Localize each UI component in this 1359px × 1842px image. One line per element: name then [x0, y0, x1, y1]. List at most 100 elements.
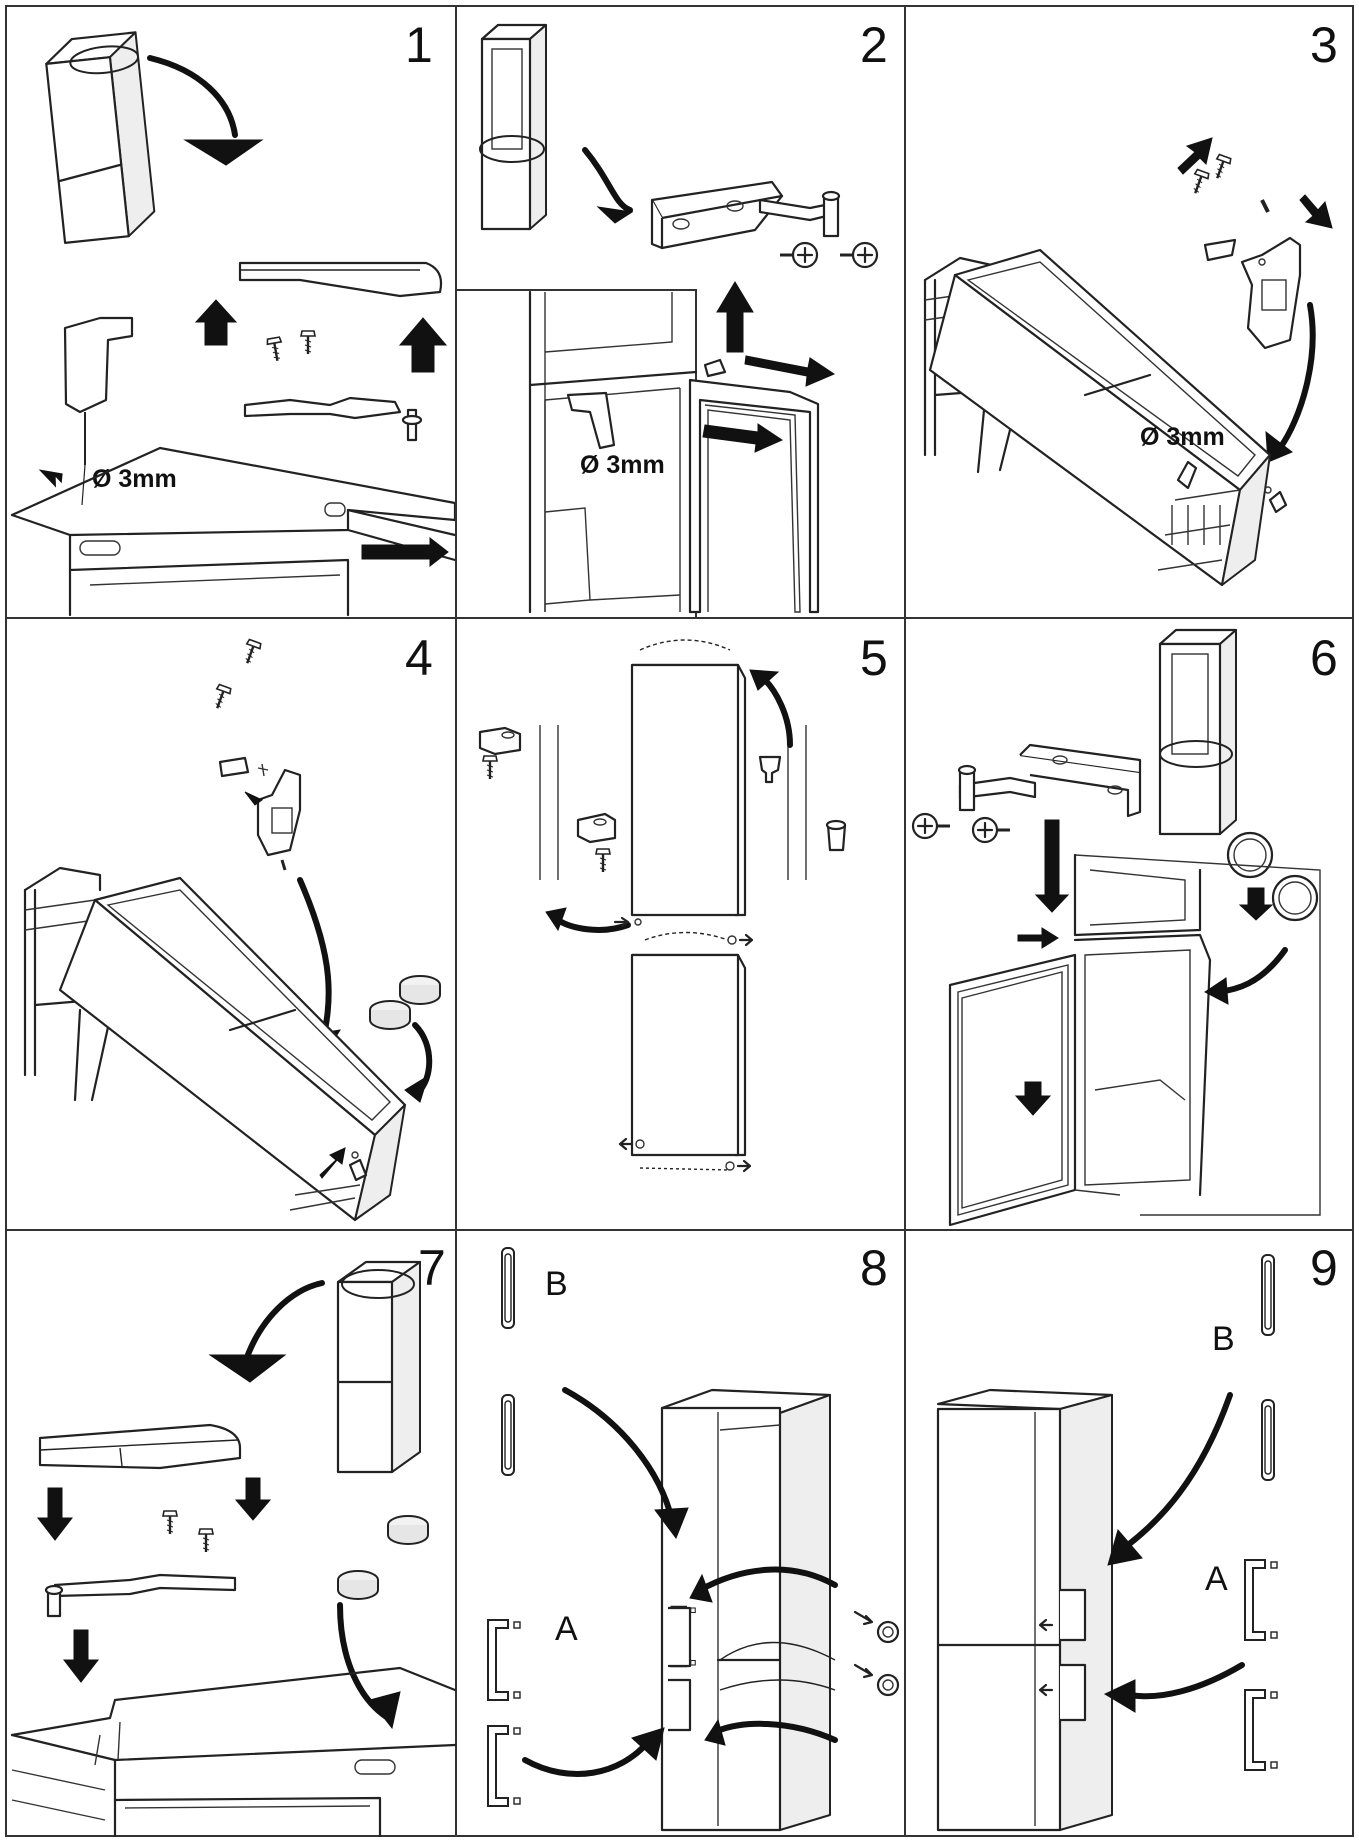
step-9-number: 9 — [1310, 1240, 1338, 1296]
handle-icon — [1261, 1399, 1275, 1481]
handle-icon — [487, 1725, 521, 1807]
step-2-number: 2 — [860, 17, 888, 73]
arrow-icon — [243, 1280, 325, 1363]
hinge-plate — [218, 756, 302, 857]
step-1-panel: 1 Ø 3mm — [10, 17, 457, 617]
handle-icon — [1244, 1559, 1278, 1641]
hinge-icon — [478, 726, 522, 756]
arrow-icon — [704, 1718, 726, 1746]
handle-icon — [501, 1394, 515, 1476]
fridge-icon — [948, 853, 1321, 1227]
fridge-icon — [936, 1388, 1114, 1832]
step-6-panel: 6 — [911, 628, 1338, 1227]
screw-icon — [197, 1527, 215, 1554]
step-5-panel: 5 — [478, 630, 888, 1173]
arrow-icon — [1277, 302, 1316, 451]
step-3-drill-label: Ø 3mm — [1140, 423, 1225, 451]
step-3-panel: 3 — [923, 17, 1338, 587]
fridge-icon — [479, 23, 548, 231]
handle-icon — [501, 1247, 515, 1329]
arrow-icon — [1177, 137, 1213, 175]
step-8-panel: 8 B A — [487, 1240, 900, 1832]
door-lower — [630, 953, 747, 1157]
cap-icon — [337, 1570, 379, 1600]
arrow-icon — [36, 1487, 74, 1541]
arrow-icon — [582, 147, 633, 213]
arrow-icon — [183, 139, 264, 166]
screw-icon — [594, 847, 612, 874]
cap-icon — [825, 819, 847, 852]
step-1-number: 1 — [405, 17, 433, 73]
arrow-icon — [369, 1691, 401, 1730]
hinge-icon — [650, 180, 841, 250]
step-8-letter-a: A — [555, 1610, 578, 1648]
hinge-icon — [243, 396, 423, 442]
arrow-icon — [1299, 194, 1333, 229]
step-3-number: 3 — [1310, 17, 1338, 73]
arrow-icon — [631, 1727, 665, 1761]
step-8-number: 8 — [860, 1240, 888, 1296]
arrow-icon — [762, 677, 793, 748]
arrow-icon — [712, 1720, 838, 1743]
step-4-number: 4 — [405, 630, 433, 686]
arrow-icon — [654, 1507, 689, 1540]
cap-icon — [369, 1000, 411, 1030]
hinge-icon — [576, 812, 617, 844]
handle-icon — [487, 1619, 521, 1701]
screw-icon — [265, 335, 286, 364]
arrow-icon — [1034, 819, 1070, 913]
fridge-icon — [1158, 628, 1238, 836]
arrow-icon — [1215, 947, 1288, 995]
arrow-icon — [398, 317, 448, 373]
step-2-panel: 2 — [455, 17, 888, 619]
arrow-icon — [545, 907, 567, 932]
step-7-number: 7 — [418, 1240, 446, 1296]
step-6-number: 6 — [1310, 630, 1338, 686]
cap-icon — [1226, 831, 1319, 922]
door-upper — [630, 663, 747, 917]
arrow-icon — [361, 536, 449, 568]
arrow-icon — [1125, 1392, 1233, 1548]
arrow-icon — [1238, 887, 1274, 921]
hinge-icon — [957, 743, 1142, 818]
appliance-top — [10, 1666, 457, 1838]
fridge-icon — [928, 248, 1272, 587]
panel-grid — [5, 5, 1354, 1837]
step-7-panel: 7 — [10, 1240, 457, 1838]
screw-icon — [780, 241, 879, 269]
top-cover — [38, 1423, 242, 1470]
cap-icon — [387, 1515, 429, 1545]
screw-icon — [209, 682, 233, 712]
step-9-letter-a: A — [1205, 1560, 1228, 1598]
arrow-icon — [1107, 1528, 1143, 1566]
arrow-icon — [522, 1739, 651, 1777]
screw-icon — [481, 754, 499, 781]
hinge-icon — [44, 1573, 237, 1618]
arrow-icon — [716, 281, 754, 353]
step-1-drill-label: Ø 3mm — [92, 465, 177, 493]
arrow-icon — [1103, 1679, 1136, 1713]
arrow-icon — [562, 1387, 675, 1523]
top-cover — [238, 261, 443, 298]
arrow-icon — [1204, 977, 1229, 1005]
hinge-plate — [1203, 236, 1302, 350]
arrow-icon — [555, 917, 631, 933]
appliance-top — [10, 446, 457, 617]
hinge-icon — [566, 391, 616, 450]
door-icon — [688, 378, 820, 614]
screw-icon — [299, 329, 317, 356]
step-8-letter-b: B — [545, 1265, 568, 1303]
arrow-icon — [244, 791, 263, 806]
arrow-icon — [1017, 927, 1059, 949]
fridge-icon — [45, 31, 156, 244]
handle-icon — [1244, 1689, 1278, 1771]
screw-icon — [1187, 167, 1211, 197]
arrow-icon — [208, 1354, 287, 1383]
step-9-panel: 9 B A — [936, 1240, 1338, 1832]
pin-icon — [1260, 199, 1270, 213]
drill-icon — [63, 316, 134, 506]
screw-icon — [161, 1509, 179, 1536]
arrow-icon — [749, 669, 780, 691]
handle-icon — [1261, 1254, 1275, 1336]
